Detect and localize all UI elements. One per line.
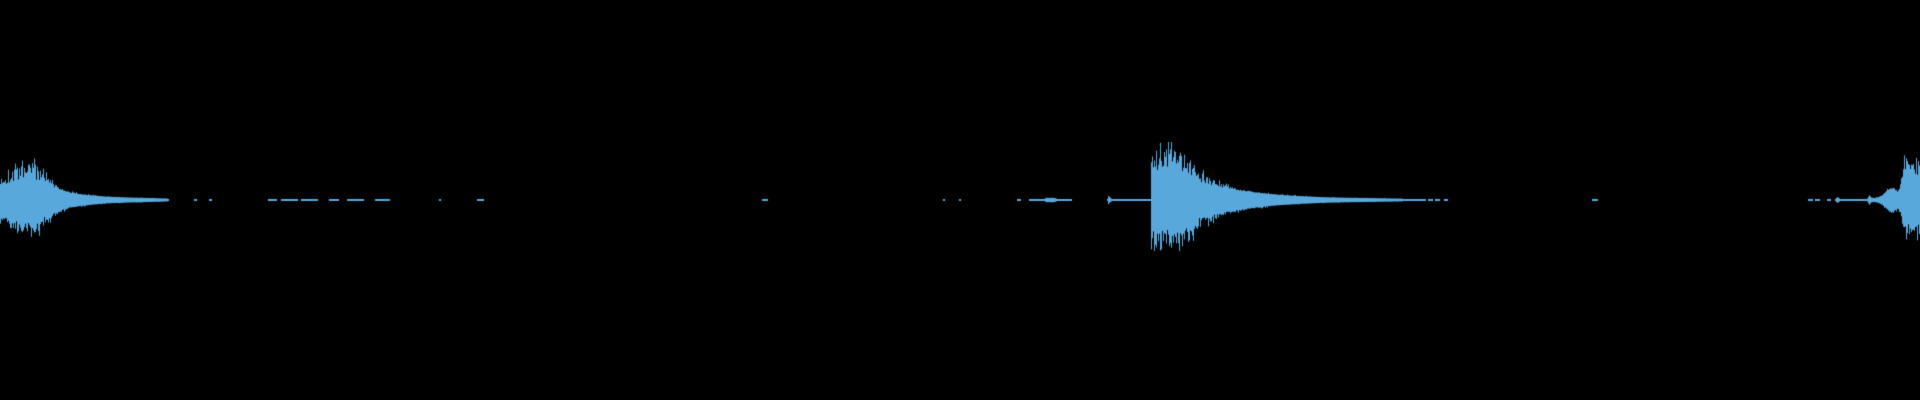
waveform-panel xyxy=(0,0,1920,400)
page: { "chart_data": { "type": "area", "subty… xyxy=(0,0,1920,400)
audio-waveform-canvas[interactable] xyxy=(0,0,1920,400)
